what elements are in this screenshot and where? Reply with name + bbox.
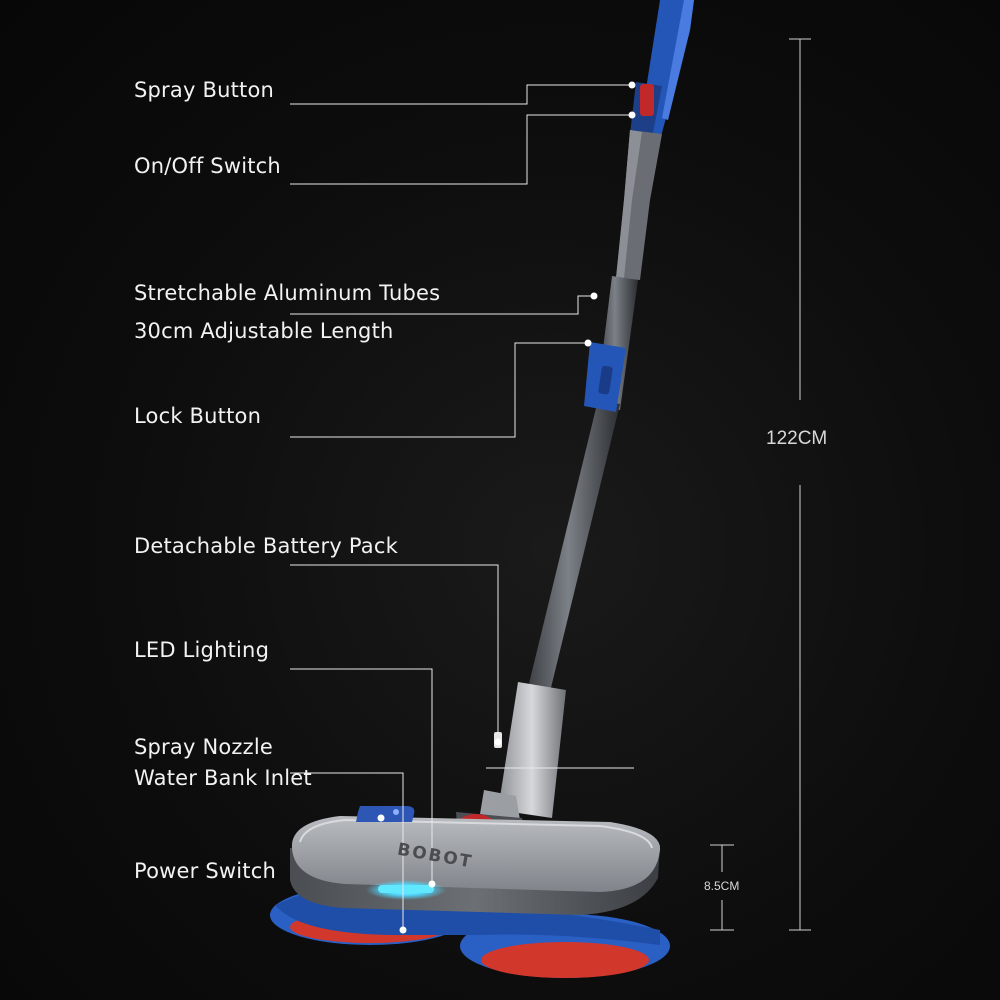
water-inlet-label: Water Bank Inlet xyxy=(134,766,312,790)
spray-button-part xyxy=(640,84,654,116)
led-lighting-label: LED Lighting xyxy=(134,638,270,662)
battery-pack-label: Detachable Battery Pack xyxy=(134,534,398,558)
aluminum-tube-lower xyxy=(526,400,620,700)
tubes-label-line2: 30cm Adjustable Length xyxy=(134,319,394,343)
power-switch-part xyxy=(356,806,415,822)
callout-dots xyxy=(377,81,636,934)
battery-pack xyxy=(498,682,566,818)
base-height-dimension-label: 8.5CM xyxy=(704,879,740,893)
dimension-lines xyxy=(710,38,811,931)
callout-lines xyxy=(290,84,634,930)
handle-grip xyxy=(630,0,694,140)
power-switch-label: Power Switch xyxy=(134,859,276,883)
spray-button-label: Spray Button xyxy=(134,78,275,102)
tubes-label-line1: Stretchable Aluminum Tubes xyxy=(134,281,441,305)
on-off-switch-label: On/Off Switch xyxy=(134,154,281,178)
led-strip xyxy=(378,885,434,893)
height-dimension-label: 122CM xyxy=(766,428,828,449)
spray-nozzle-label: Spray Nozzle xyxy=(134,735,274,759)
mop-pads xyxy=(481,942,649,978)
lock-button-label: Lock Button xyxy=(134,404,262,428)
